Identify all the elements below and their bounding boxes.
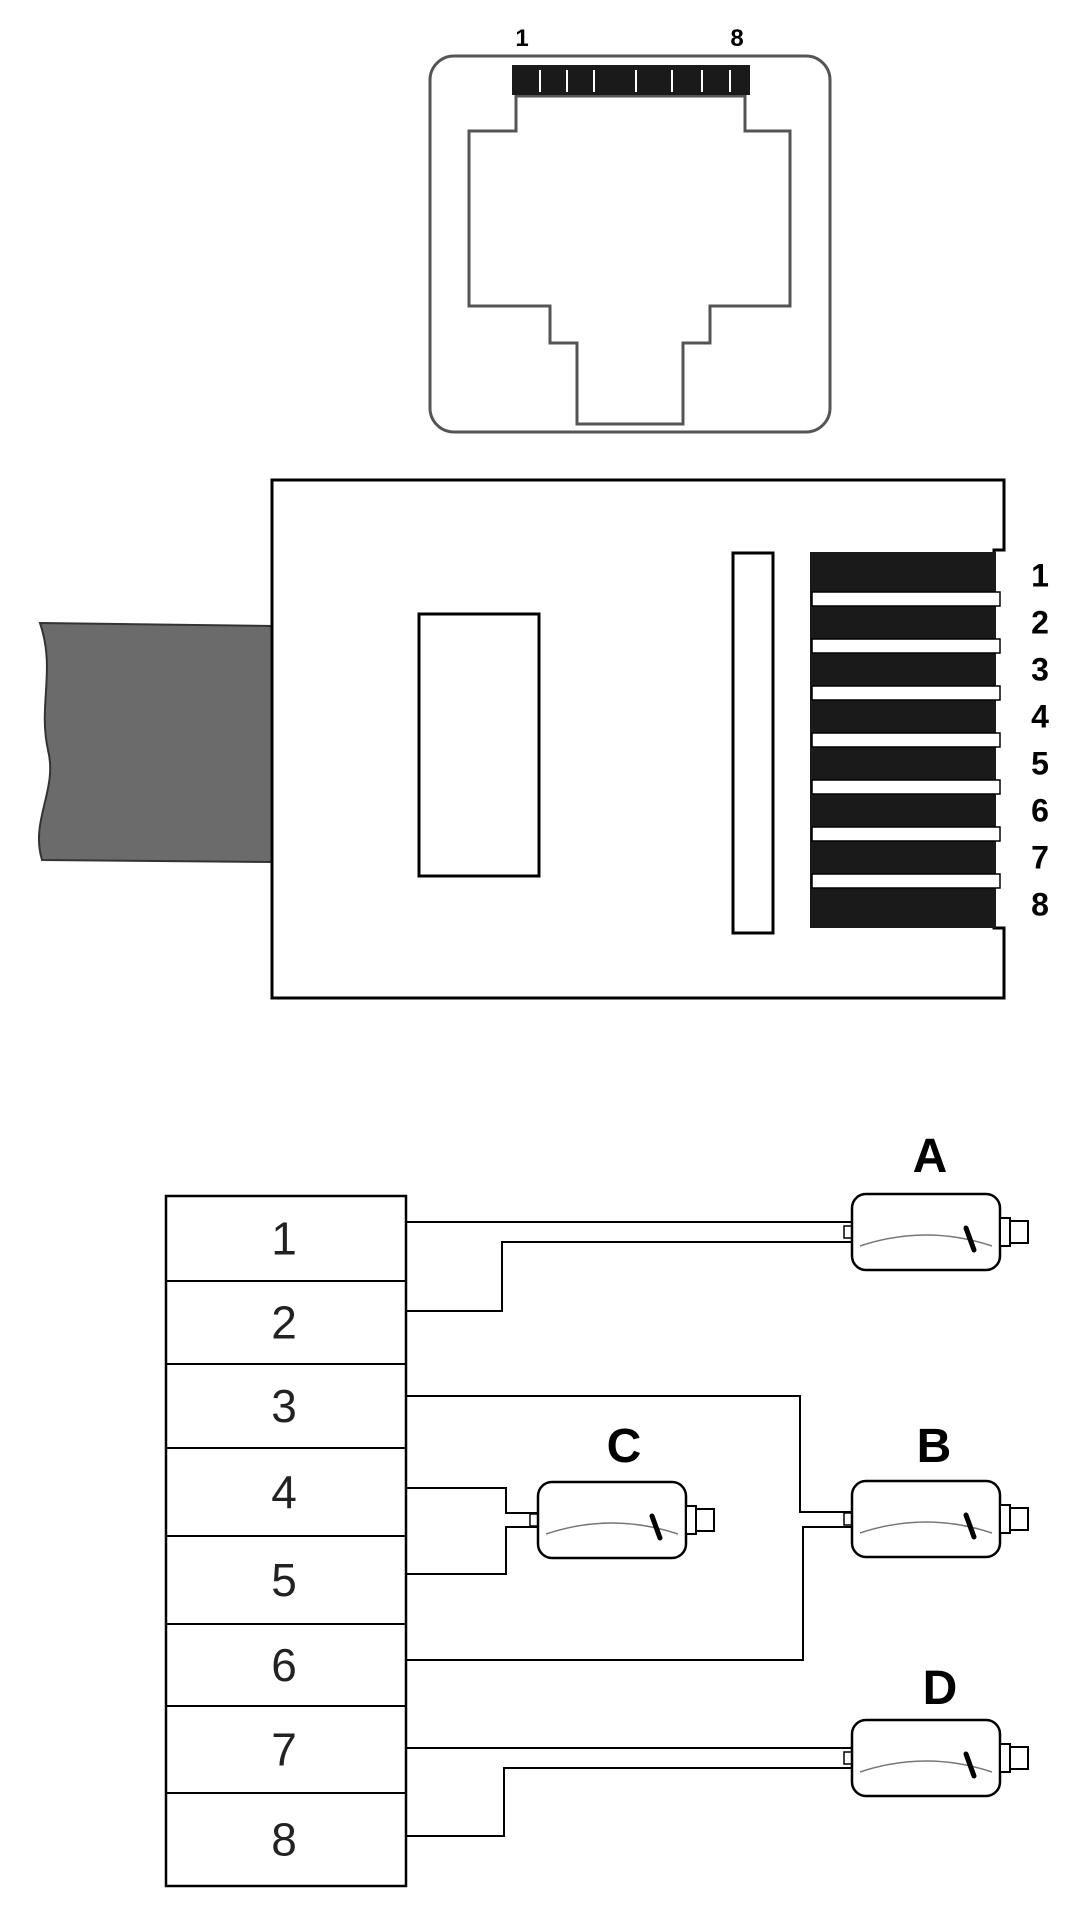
connector-body [850,1192,1002,1272]
plug-contact-gap [811,779,1001,795]
connector-neck [999,1743,1011,1773]
wire-pin3-to-b [406,1395,852,1513]
plug-contacts [810,552,1001,928]
terminal-block: 1 2 3 4 5 6 7 8 [164,1194,408,1888]
connector-tip [1009,1220,1029,1244]
connector-tip [1009,1507,1029,1531]
plug-pin-label: 3 [1031,652,1049,688]
connector-latch [963,1751,977,1779]
plug-contact-gap [811,685,1001,701]
wiring-diagram: 1 2 3 4 5 6 7 8 A B C D [164,1130,1029,1888]
terminal-label: 8 [271,1814,297,1866]
connector-latch [963,1512,977,1540]
plug-pin-label: 2 [1031,605,1049,641]
connectors: A B C D [529,1130,1029,1798]
plug-contact-gap [811,732,1001,748]
connector-label: B [917,1420,952,1473]
connector-contour [859,1234,993,1247]
plug-pin-labels: 1 2 3 4 5 6 7 8 [1031,558,1049,923]
jack-contact-separators [539,70,731,92]
plug-contact-gap [811,638,1001,654]
terminal-block-frame [164,1194,408,1888]
connector-contour [859,1521,993,1534]
connector-tip [695,1508,715,1532]
connector-label: A [913,1130,948,1183]
connector-a: A [843,1130,1029,1272]
wire-pin8-to-d [406,1767,852,1837]
terminal-label: 2 [271,1297,297,1349]
connector-contour [859,1760,993,1773]
wire-pin4-to-c [406,1487,538,1514]
wire-pin2-to-a [406,1241,852,1312]
connector-b: B [843,1420,1029,1559]
connector-neck [685,1505,697,1535]
terminal-label: 3 [271,1380,297,1432]
terminal-label: 1 [271,1213,297,1265]
connector-latch [649,1513,663,1541]
plug-contact-gap [811,826,1001,842]
cable [37,621,273,864]
jack-contact-strip [512,65,750,95]
connector-contour [545,1522,679,1535]
terminal-label: 7 [271,1724,297,1776]
plug-pin-label: 4 [1031,699,1049,735]
connector-tip [1009,1746,1029,1770]
connector-latch [963,1225,977,1253]
jack-cavity [467,94,792,426]
plug-contact-gap [811,873,1001,889]
connector-d: D [843,1662,1029,1798]
wire-pin6-to-b [406,1526,852,1661]
jack-label-last: 8 [730,25,743,52]
jack-label-first: 1 [515,25,528,52]
connector-label: D [923,1662,958,1715]
rj45-jack: 1 8 [428,25,832,434]
connector-label: C [607,1420,642,1473]
connector-body [536,1480,688,1560]
connector-c: C [529,1420,715,1560]
connector-body [850,1479,1002,1559]
plug-pin-label: 1 [1031,558,1049,594]
plug-pin-label: 6 [1031,793,1049,829]
plug-pin-label: 7 [1031,840,1049,876]
plug-pin-label: 8 [1031,887,1049,923]
connector-body [850,1718,1002,1798]
wire-pin5-to-c [406,1526,538,1575]
plug-latch-window [417,612,541,878]
terminal-label: 6 [271,1639,297,1691]
terminal-label: 4 [271,1466,297,1518]
wires [406,1221,852,1837]
connector-neck [999,1217,1011,1247]
plug-contact-gap [811,591,1001,607]
connector-neck [999,1504,1011,1534]
terminal-label: 5 [271,1554,297,1606]
rj45-plug: 1 2 3 4 5 6 7 8 [37,478,1049,1000]
plug-pin-label: 5 [1031,746,1049,782]
plug-strain-bar [731,551,775,935]
